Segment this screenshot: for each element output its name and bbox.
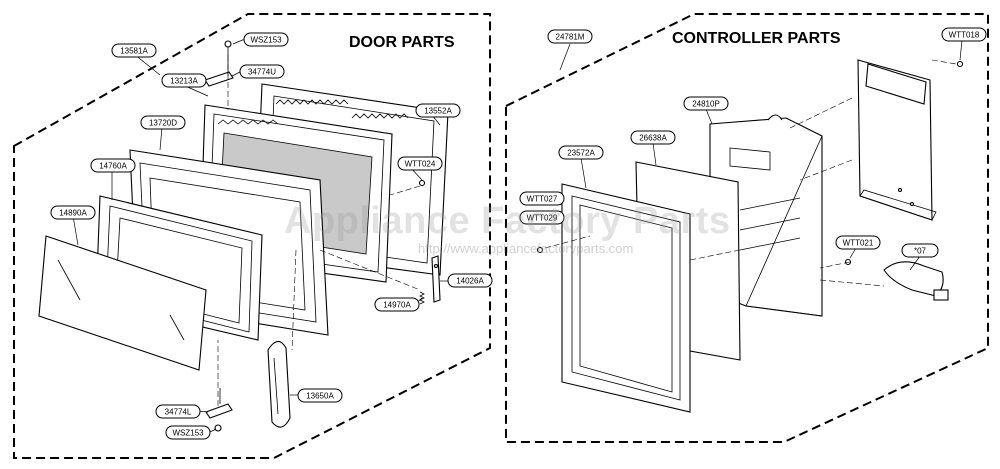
part-WTT027-screw — [536, 246, 544, 254]
part-07-connector — [883, 261, 949, 301]
part-WTT024-screw — [418, 179, 426, 187]
label-WTT024: WTT024 — [397, 156, 443, 171]
label-WSZ153-top: WSZ153 — [243, 32, 289, 47]
svg-text:WTT027: WTT027 — [527, 195, 558, 204]
svg-text:*07: *07 — [914, 247, 927, 256]
door-parts-title: DOOR PARTS — [349, 34, 455, 51]
label-23572A: 23572A — [558, 145, 604, 160]
watermark-url: http://www.appliancefactoryparts.com — [418, 241, 634, 256]
svg-text:14970A: 14970A — [383, 301, 411, 310]
svg-text:34774L: 34774L — [165, 408, 192, 417]
controller-parts-title: CONTROLLER PARTS — [672, 30, 841, 47]
label-34774L: 34774L — [155, 404, 201, 419]
label-24781M: 24781M — [547, 29, 593, 44]
part-34774L-lower-hinge — [205, 388, 233, 432]
label-WTT029: WTT029 — [519, 210, 565, 225]
label-13552A: 13552A — [415, 103, 461, 118]
part-WTT021-screw — [844, 258, 852, 266]
svg-text:WTT024: WTT024 — [405, 160, 436, 169]
part-13650A-handle — [267, 340, 291, 428]
part-34774U-upper-hinge — [204, 40, 234, 87]
svg-text:WSZ153: WSZ153 — [250, 36, 282, 45]
part-14890A-glass-panel — [38, 235, 207, 371]
label-13650A: 13650A — [297, 388, 343, 403]
svg-text:23572A: 23572A — [567, 149, 595, 158]
svg-text:WSZ153: WSZ153 — [172, 429, 204, 438]
label-34774U: 34774U — [239, 64, 285, 79]
label-13720D: 13720D — [140, 115, 186, 130]
part-14026A-latch — [431, 255, 441, 303]
part-14970A-spring — [419, 291, 425, 305]
label-14970A: 14970A — [374, 297, 420, 312]
svg-text:24810P: 24810P — [692, 100, 720, 109]
label-07: *07 — [901, 243, 939, 258]
part-24781M-pcb-module — [857, 59, 937, 221]
part-WTT018-screw — [956, 60, 964, 68]
label-24810P: 24810P — [683, 96, 729, 111]
label-WTT018: WTT018 — [941, 27, 987, 42]
svg-text:34774U: 34774U — [248, 68, 276, 77]
svg-text:13720D: 13720D — [149, 119, 177, 128]
svg-text:13650A: 13650A — [306, 392, 334, 401]
svg-text:26638A: 26638A — [639, 134, 667, 143]
svg-text:WTT021: WTT021 — [843, 239, 874, 248]
svg-text:14760A: 14760A — [99, 162, 127, 171]
label-26638A: 26638A — [630, 130, 676, 145]
label-WSZ153-bottom: WSZ153 — [165, 425, 211, 440]
svg-text:WTT018: WTT018 — [949, 31, 980, 40]
label-13581A: 13581A — [111, 43, 157, 58]
part-23572A-panel-frame — [561, 183, 691, 413]
svg-text:14890A: 14890A — [59, 209, 87, 218]
svg-text:13213A: 13213A — [170, 77, 198, 86]
svg-text:WTT029: WTT029 — [527, 214, 558, 223]
svg-text:14026A: 14026A — [456, 277, 484, 286]
label-13213A: 13213A — [161, 73, 207, 88]
label-WTT021: WTT021 — [835, 235, 881, 250]
label-14026A: 14026A — [447, 273, 493, 288]
door-section-border — [13, 13, 491, 459]
svg-text:13581A: 13581A — [120, 47, 148, 56]
label-WTT027: WTT027 — [519, 191, 565, 206]
svg-text:13552A: 13552A — [424, 107, 452, 116]
label-14890A: 14890A — [50, 205, 96, 220]
svg-text:24781M: 24781M — [556, 33, 585, 42]
watermark-brand: Appliance Factory Parts — [284, 200, 731, 242]
label-14760A: 14760A — [90, 158, 136, 173]
